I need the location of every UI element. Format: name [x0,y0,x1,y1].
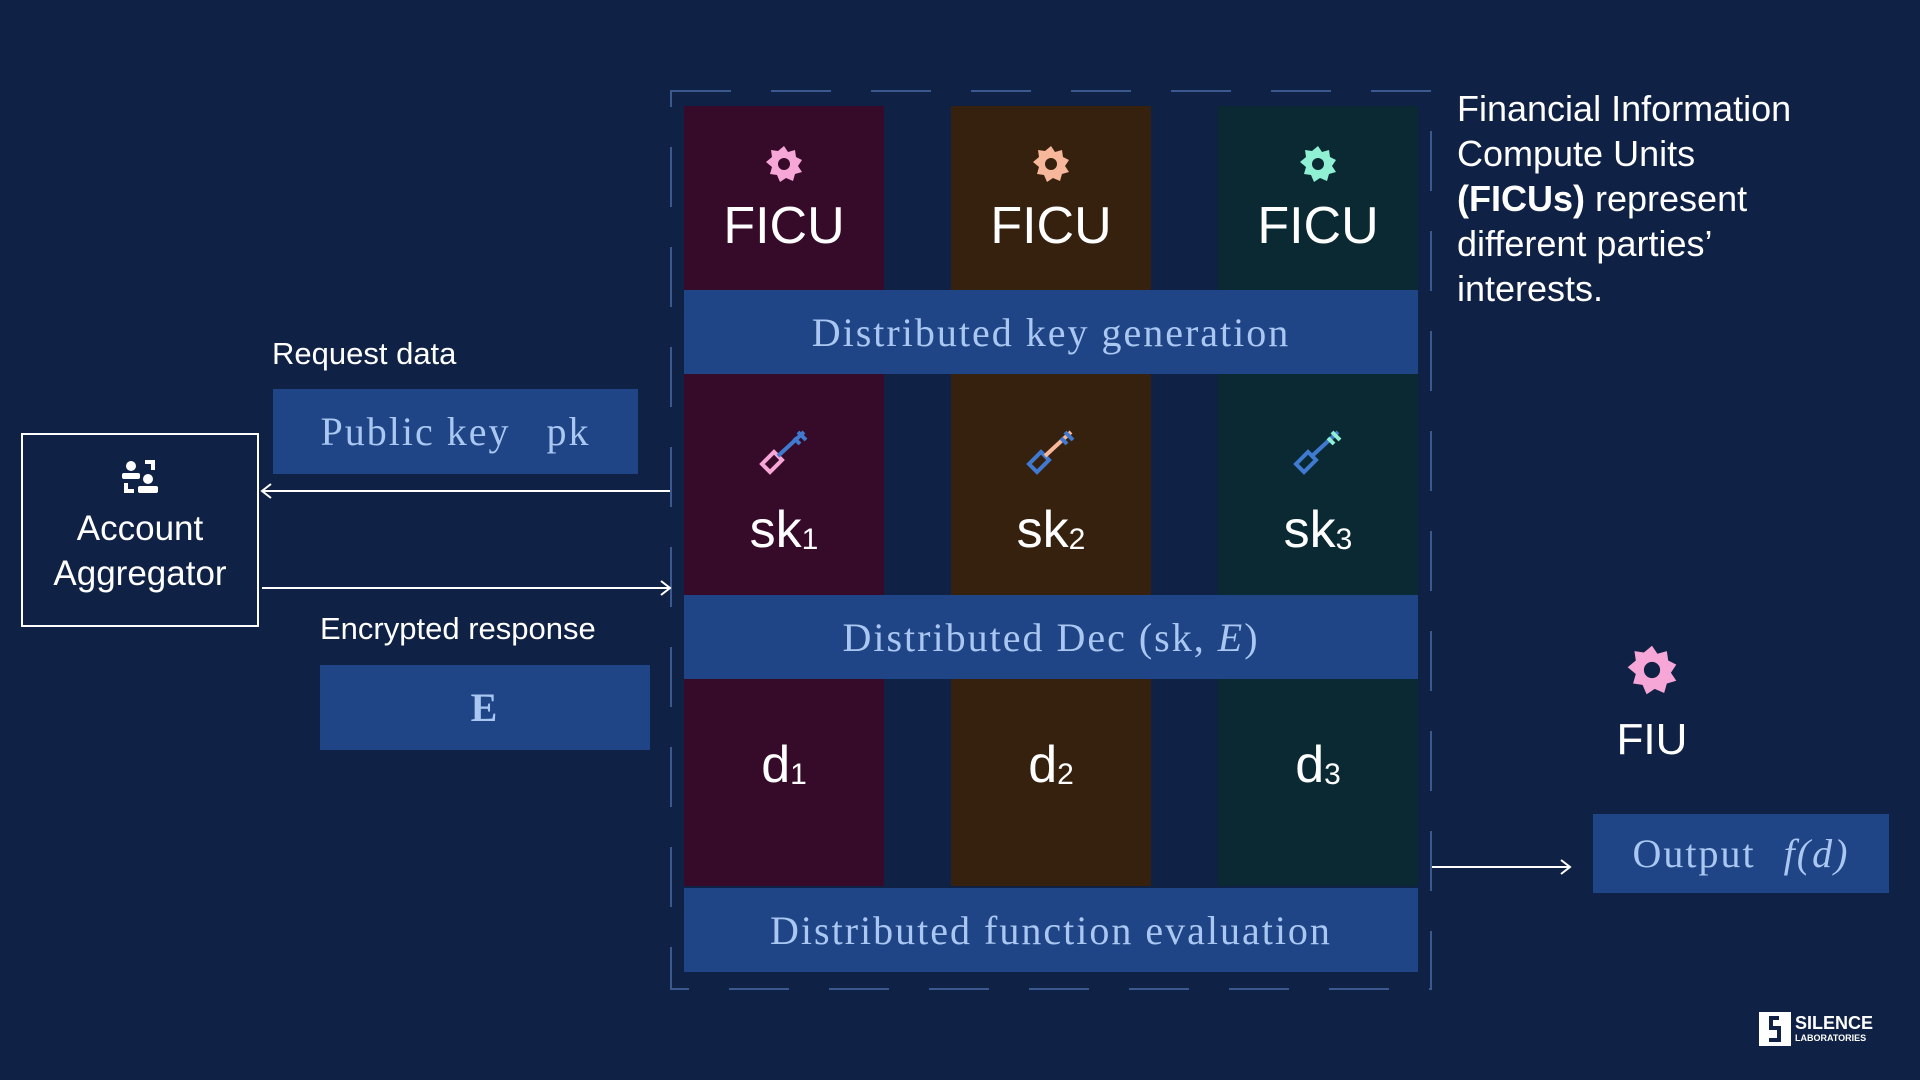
sk-text: sk [1283,501,1336,559]
encrypted-e-box: E [320,665,650,750]
users-icon [23,457,257,502]
description-line: interests. [1457,268,1604,309]
d-text: d [761,736,791,794]
key-icon [1218,428,1418,493]
sk-sub: 1 [801,523,819,556]
dashed-frame [670,90,1432,990]
dec-suffix: ) [1244,614,1260,660]
aggregator-line: Account [76,509,204,548]
key-icon [684,428,884,493]
gear-icon [684,144,884,189]
ficu-column-2 [951,106,1151,886]
fiu-label: FIU [1616,715,1688,764]
account-aggregator-box: Account Aggregator [21,433,259,627]
func-eval-band: Distributed function evaluation [684,888,1418,972]
output-fn: f(d) [1783,831,1850,876]
fiu-gear-icon [1625,643,1679,702]
description-line: different parties’ [1457,223,1713,264]
ficu-column-3 [1218,106,1418,886]
ficu-label-2: FICU [990,197,1112,255]
d-text: d [1028,736,1058,794]
aggregator-line: Aggregator [53,554,227,593]
sk-sub: 3 [1335,523,1353,556]
request-data-label: Request data [272,336,457,371]
encrypted-response-label: Encrypted response [320,611,596,646]
sk-text: sk [1016,501,1069,559]
description-line: Compute Units [1457,133,1696,174]
silence-labs-logo: SILENCE LABORATORIES [1759,1012,1873,1046]
description-rest: represent [1585,178,1748,219]
public-key-box: Public key pk [273,389,638,474]
public-key-text: Public key [320,409,511,454]
logo-subtext: LABORATORIES [1795,1033,1867,1043]
pk-text: pk [546,409,591,454]
secret-key-2: sk2 [951,500,1151,560]
dec-e: E [1217,614,1245,660]
d-sub: 3 [1324,758,1341,791]
ficu-label-1: FICU [723,197,845,255]
secret-key-3: sk3 [1218,500,1418,560]
description-line: (FICUs) represent [1457,176,1897,221]
d-text: d [1295,736,1325,794]
ficu-column-1 [684,106,884,886]
dec-band: Distributed Dec (sk, E) [684,595,1418,679]
d-sub: 1 [790,758,807,791]
sk-text: sk [749,501,802,559]
logo-icon [1759,1012,1791,1046]
data-share-3: d3 [1218,735,1418,795]
output-box: Output f(d) [1593,814,1889,893]
secret-key-1: sk1 [684,500,884,560]
sk-sub: 2 [1068,523,1086,556]
ficu-description: Financial Information Compute Units (FIC… [1457,86,1897,311]
data-share-1: d1 [684,735,884,795]
keygen-band: Distributed key generation [684,290,1418,374]
output-text: Output [1632,831,1756,876]
description-bold: (FICUs) [1457,178,1585,219]
dec-prefix: Distributed Dec (sk, [842,614,1218,660]
ficu-label-3: FICU [1257,197,1379,255]
d-sub: 2 [1057,758,1074,791]
data-share-2: d2 [951,735,1151,795]
gear-icon [1218,144,1418,189]
key-icon [951,428,1151,493]
gear-icon [951,144,1151,189]
description-line: Financial Information [1457,88,1792,129]
logo-text: SILENCE [1795,1013,1874,1033]
